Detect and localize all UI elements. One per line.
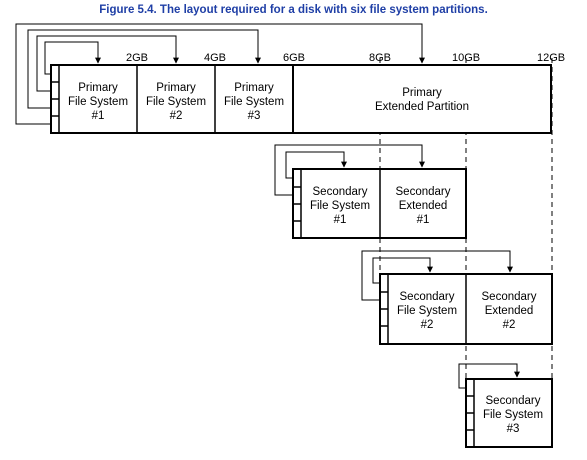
size-scale: 2GB 4GB 6GB 8GB 10GB 12GB	[126, 52, 565, 64]
pointer-arrow	[36, 35, 179, 92]
tick-label-4gb: 4GB	[204, 52, 226, 64]
svg-text:#1: #1	[334, 214, 347, 226]
partition-secondary-fs-1: Secondary File System #1	[310, 186, 370, 226]
svg-text:File System: File System	[224, 96, 284, 108]
partition-secondary-fs-3: Secondary File System #3	[483, 395, 543, 435]
disk-pointer-arrows	[15, 23, 425, 125]
svg-text:#3: #3	[507, 423, 520, 435]
svg-text:#1: #1	[92, 110, 105, 122]
svg-text:File System: File System	[146, 96, 206, 108]
tick-label-6gb: 6GB	[283, 52, 305, 64]
svg-text:Primary: Primary	[156, 82, 196, 94]
pointer-arrow	[372, 257, 433, 284]
svg-text:#3: #3	[248, 110, 261, 122]
extended-row-1: Secondary File System #1 Secondary Exten…	[274, 144, 467, 239]
extended-3-pointer-arrows	[458, 363, 520, 389]
svg-text:Secondary: Secondary	[486, 395, 541, 407]
pointer-arrow	[27, 29, 261, 109]
svg-text:Primary: Primary	[402, 87, 442, 99]
pointer-arrow	[15, 23, 425, 125]
partition-primary-fs-2: Primary File System #2	[146, 82, 206, 122]
svg-text:Primary: Primary	[234, 82, 274, 94]
svg-text:Extended Partition: Extended Partition	[375, 101, 469, 113]
tick-label-12gb: 12GB	[537, 52, 565, 64]
pointer-arrow	[44, 41, 101, 75]
svg-text:Secondary: Secondary	[482, 291, 537, 303]
extended-row-2: Secondary File System #2 Secondary Exten…	[361, 250, 553, 345]
partition-primary-extended: Primary Extended Partition	[375, 87, 469, 113]
svg-text:Extended: Extended	[399, 200, 448, 212]
svg-text:#1: #1	[417, 214, 430, 226]
svg-text:File System: File System	[483, 409, 543, 421]
extended-3-outline	[465, 378, 553, 448]
pointer-arrow	[361, 250, 513, 301]
svg-text:Secondary: Secondary	[396, 186, 451, 198]
svg-text:File System: File System	[310, 200, 370, 212]
partition-secondary-extended-1: Secondary Extended #1	[396, 186, 451, 226]
svg-text:Secondary: Secondary	[313, 186, 368, 198]
extended-2-pointer-arrows	[361, 250, 513, 301]
disk-outline	[50, 64, 552, 134]
pointer-arrow	[458, 363, 520, 389]
svg-text:Extended: Extended	[485, 305, 534, 317]
extended-row-3: Secondary File System #3	[458, 363, 553, 448]
partition-secondary-extended-2: Secondary Extended #2	[482, 291, 537, 331]
figure-caption: Figure 5.4. The layout required for a di…	[99, 4, 488, 16]
partition-primary-fs-1: Primary File System #1	[68, 82, 128, 122]
partition-secondary-fs-2: Secondary File System #2	[397, 291, 457, 331]
disk-row: Primary File System #1 Primary File Syst…	[15, 23, 552, 134]
svg-text:#2: #2	[170, 110, 183, 122]
pointer-arrow	[274, 144, 425, 196]
svg-text:Secondary: Secondary	[400, 291, 455, 303]
svg-text:Primary: Primary	[78, 82, 118, 94]
pointer-arrow	[285, 151, 347, 179]
svg-text:#2: #2	[503, 319, 516, 331]
tick-label-2gb: 2GB	[126, 52, 148, 64]
partition-primary-fs-3: Primary File System #3	[224, 82, 284, 122]
extended-1-pointer-arrows	[274, 144, 425, 196]
svg-text:#2: #2	[421, 319, 434, 331]
svg-text:File System: File System	[397, 305, 457, 317]
svg-text:File System: File System	[68, 96, 128, 108]
